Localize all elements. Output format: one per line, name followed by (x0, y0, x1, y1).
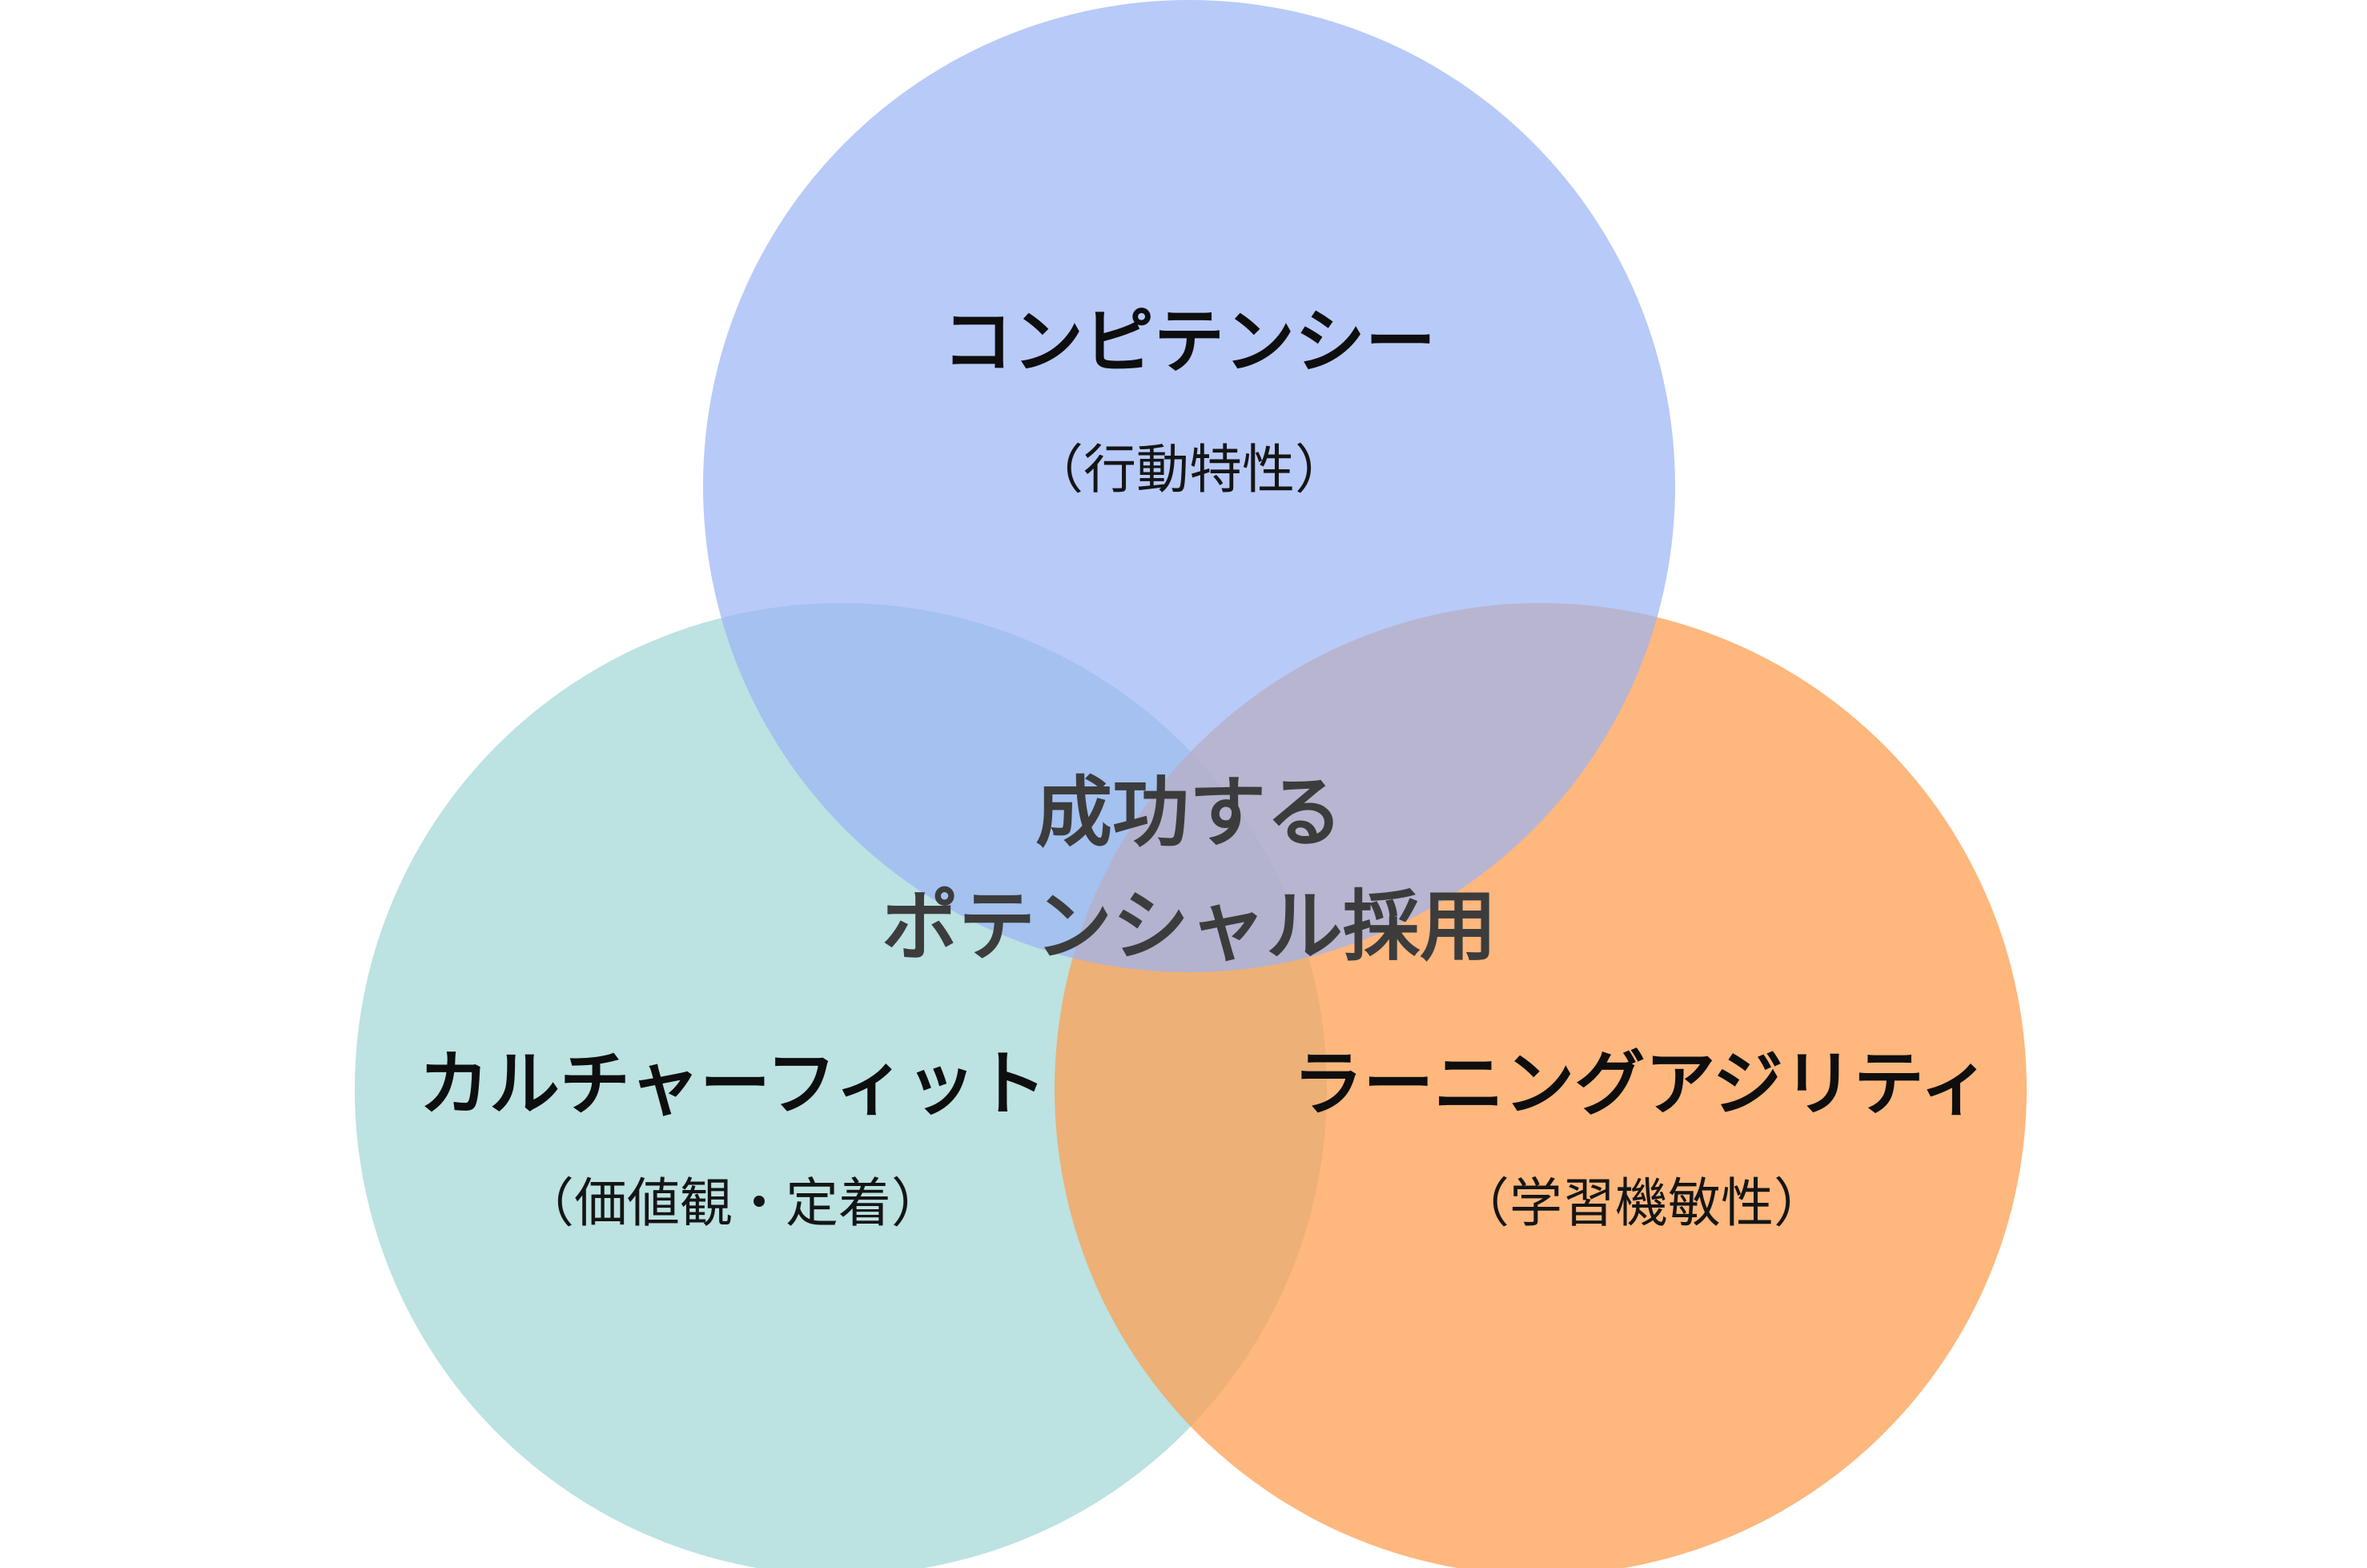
learning-agility-sublabel: （学習機敏性） (1457, 1172, 1826, 1234)
center-label-line1: 成功する (1035, 768, 1343, 858)
culture-fit-label: カルチャーフィット (419, 1043, 1047, 1125)
competency-sublabel: （行動特性） (1031, 439, 1348, 501)
culture-fit-sublabel: （価値観・定着） (521, 1172, 944, 1234)
center-label-line2: ポテンシャル採用 (882, 882, 1497, 971)
learning-agility-label: ラーニングアジリティ (1292, 1043, 1990, 1125)
competency-circle (703, 0, 1675, 972)
competency-label: コンピテンシー (942, 300, 1436, 383)
